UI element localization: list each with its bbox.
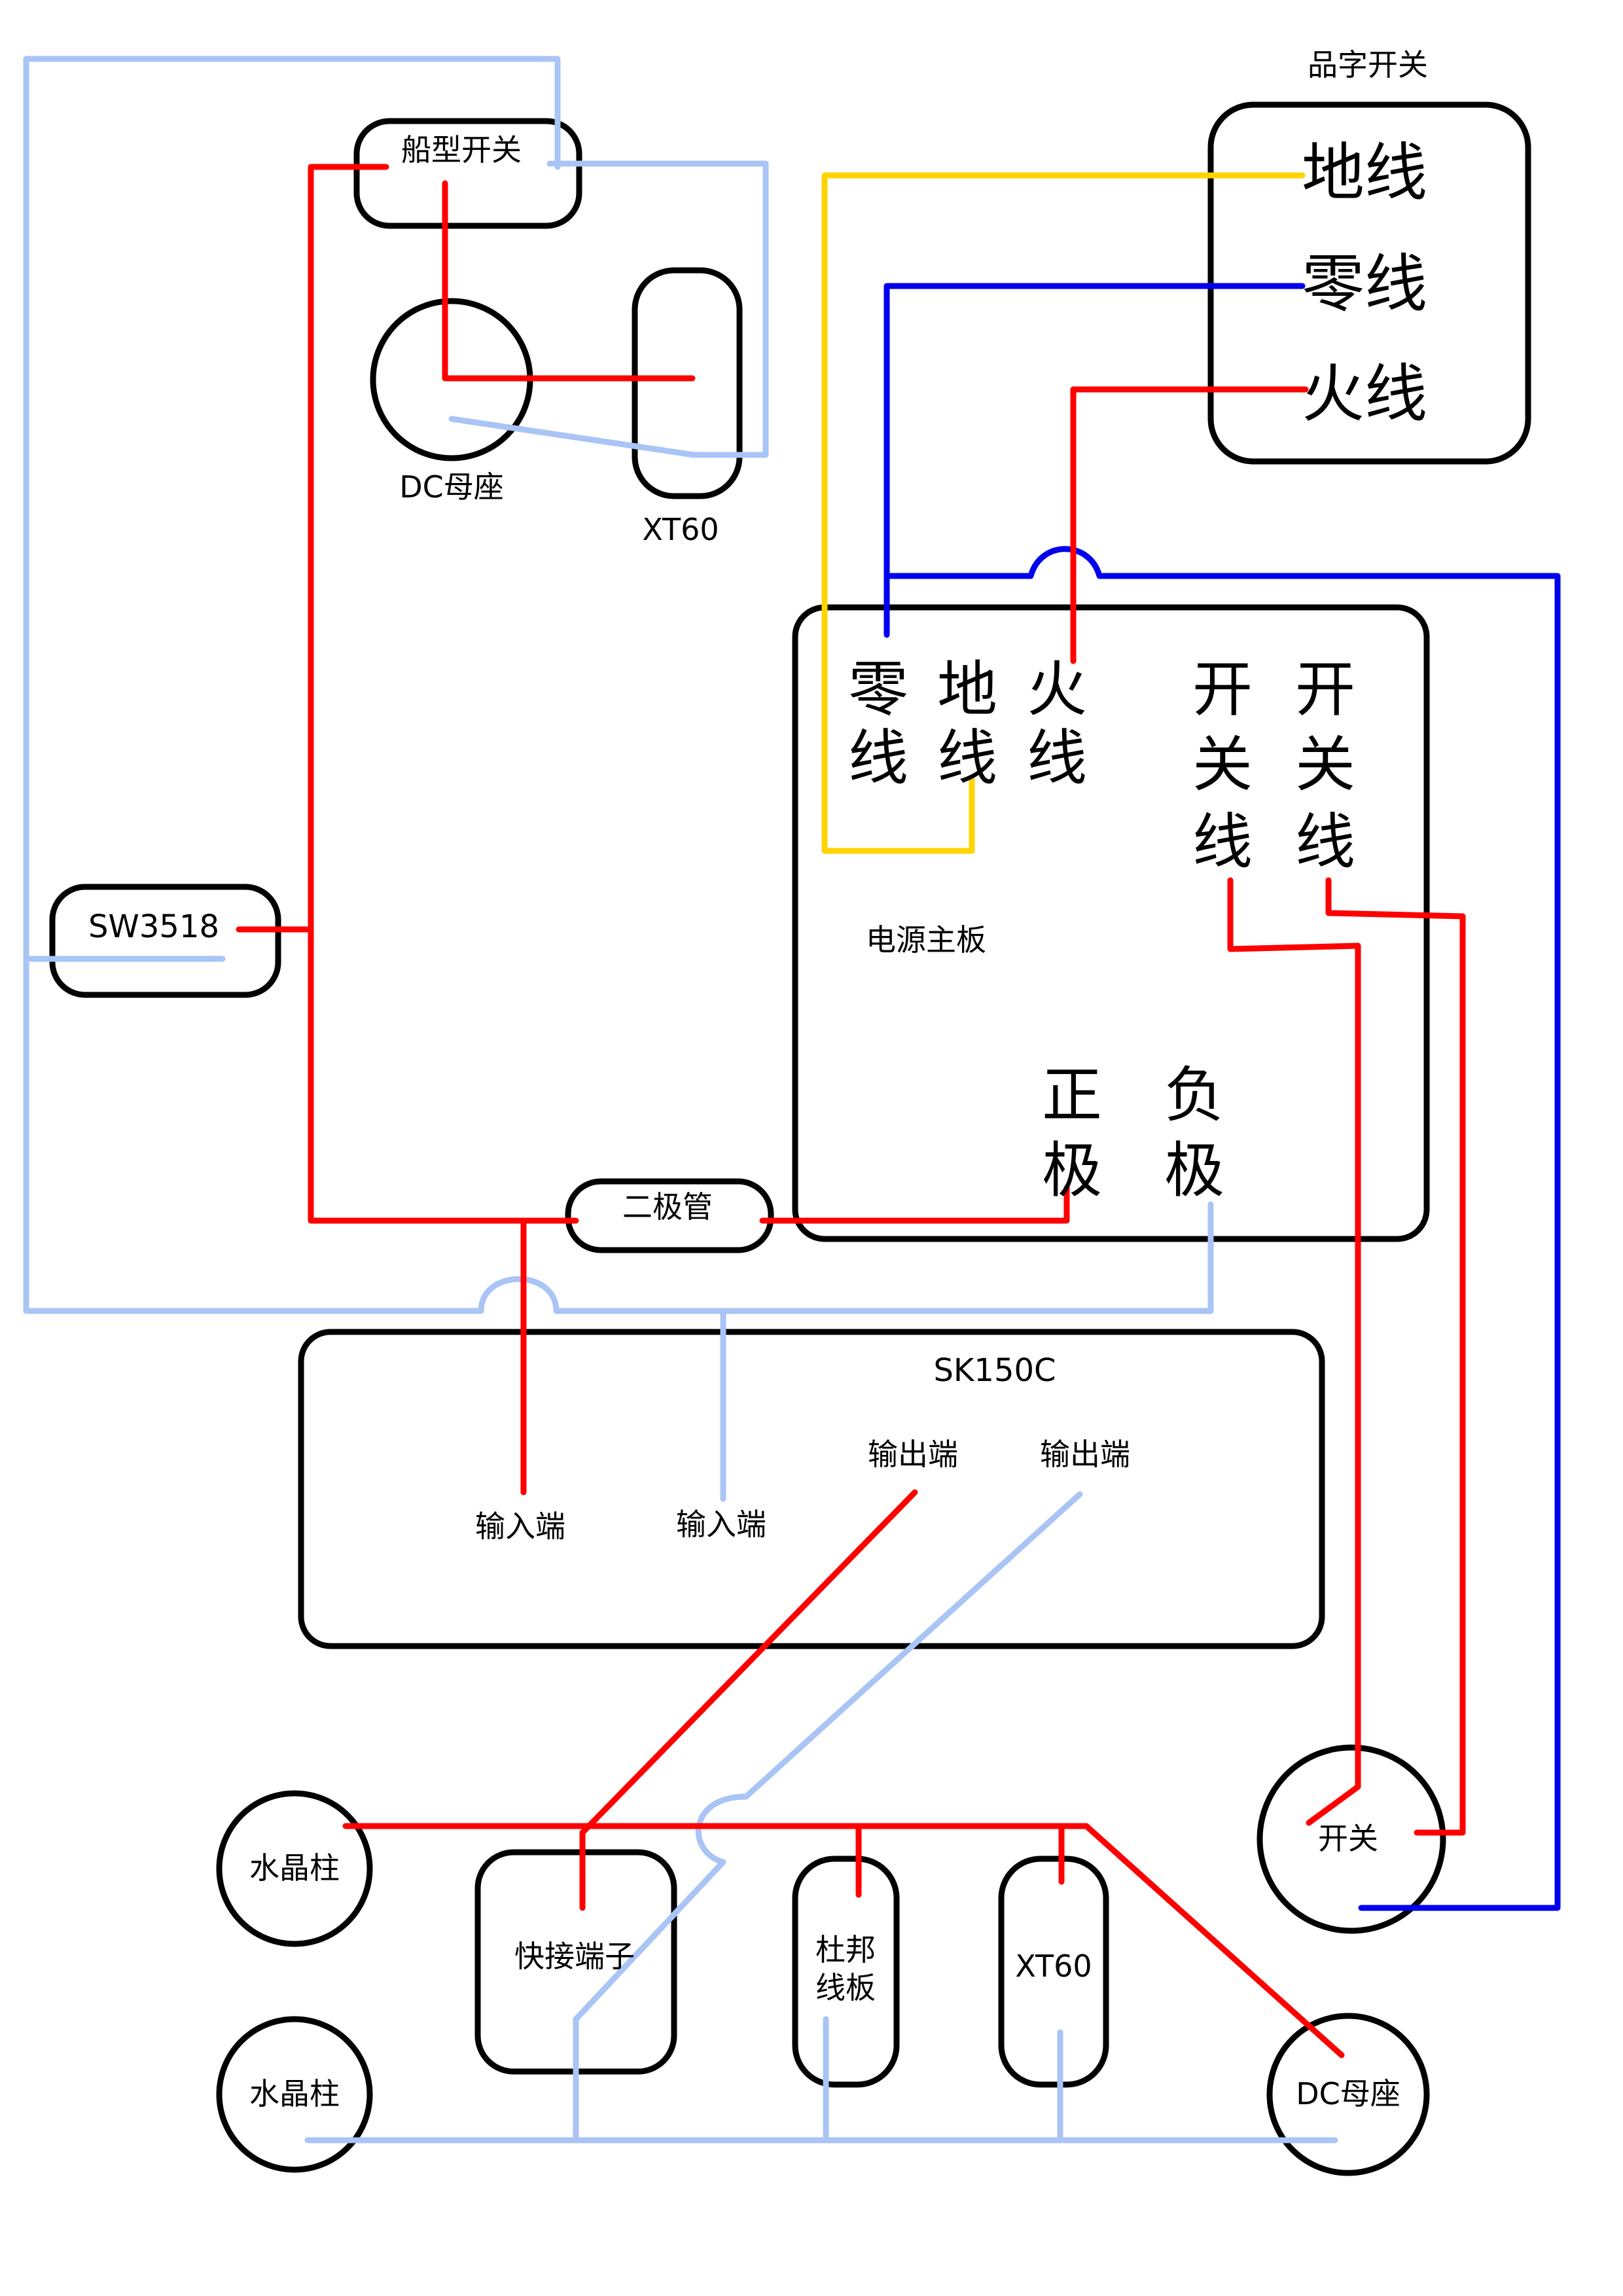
pin-live-label: 火线 — [1302, 357, 1427, 431]
labels: 船型开关 DC母座 XT60 品字开关 地线 零线 火线 SW3518 零 线 … — [88, 47, 1428, 2111]
negative-wire-boat-xt60 — [448, 160, 769, 458]
sk-output-positive-label: 输出端 — [868, 1437, 958, 1472]
psu-switch-line-1-char-1: 开 — [1192, 655, 1253, 725]
switch-bottom-label: 开关 — [1318, 1821, 1378, 1856]
xt60-bottom-label: XT60 — [1015, 1948, 1092, 1984]
negative-wire-left-loop — [23, 56, 1214, 1314]
psu-board-title: 电源主板 — [866, 922, 986, 958]
sw3518-box — [49, 884, 281, 998]
sk-output-negative-label: 输出端 — [1040, 1437, 1130, 1472]
psu-negative-char-2: 极 — [1164, 1136, 1224, 1206]
diode-label: 二极管 — [622, 1189, 713, 1225]
crystal-post-1-label: 水晶柱 — [249, 1850, 340, 1886]
crystal-post-2-circle — [216, 2016, 373, 2173]
psu-neutral-char-1: 零 — [848, 655, 908, 725]
pin-earth-label: 地线 — [1302, 136, 1427, 209]
psu-positive-char-1: 正 — [1042, 1060, 1102, 1130]
switch-wire-2 — [1325, 877, 1466, 1836]
psu-positive-char-2: 极 — [1042, 1136, 1102, 1206]
dupont-board-label-1: 杜邦 — [815, 1932, 876, 1967]
positive-wire-sk-output — [579, 1489, 918, 1911]
psu-neutral-char-2: 线 — [848, 723, 908, 793]
wires — [23, 56, 1561, 2144]
diode-box — [565, 1178, 774, 1253]
dc-jack-bottom-circle — [1266, 2013, 1430, 2176]
pin-neutral-label: 零线 — [1302, 247, 1427, 321]
switch-wire-1 — [1227, 877, 1361, 1826]
psu-live-char-1: 火 — [1027, 655, 1087, 725]
quick-terminal-label: 快接端子 — [514, 1939, 635, 1974]
xt60-bottom-box — [998, 1856, 1109, 2088]
dc-jack-bottom-label: DC母座 — [1296, 2076, 1400, 2111]
crystal-post-2-label: 水晶柱 — [249, 2076, 340, 2111]
psu-switch-line-2-char-1: 开 — [1295, 655, 1355, 725]
xt60-top-label: XT60 — [642, 512, 719, 547]
earth-wire — [821, 172, 1306, 854]
components — [49, 101, 1531, 2176]
positive-wire-left-bus — [308, 164, 579, 1224]
psu-earth-char-2: 线 — [937, 723, 997, 793]
sk150c-box — [298, 1329, 1325, 1649]
switch-bottom-circle — [1257, 1744, 1446, 1934]
pin-switch-title: 品字开关 — [1308, 47, 1428, 82]
psu-switch-line-2-char-2: 关 — [1295, 730, 1355, 800]
sw3518-label: SW3518 — [88, 908, 219, 945]
psu-live-char-2: 线 — [1027, 723, 1087, 793]
boat-switch-label: 船型开关 — [401, 132, 522, 168]
positive-wire-diode-psu — [759, 1185, 1070, 1224]
dupont-board-box — [792, 1856, 900, 2088]
psu-switch-line-1-char-3: 线 — [1192, 807, 1253, 877]
sk150c-title: SK150C — [933, 1352, 1056, 1389]
live-wire — [1070, 386, 1309, 664]
boat-switch-box — [353, 118, 582, 229]
sk-input-positive-label: 输入端 — [475, 1509, 565, 1544]
positive-wire-boat-dc-xt60 — [442, 180, 696, 382]
positive-wire-bottom-bus — [342, 1823, 1345, 2058]
dc-jack-top-label: DC母座 — [399, 469, 504, 505]
dupont-board-label-2: 线板 — [815, 1970, 876, 2005]
crystal-post-1-circle — [216, 1790, 373, 1947]
xt60-top-box — [632, 267, 743, 499]
psu-earth-char-1: 地 — [937, 655, 997, 725]
psu-negative-char-1: 负 — [1164, 1060, 1224, 1130]
psu-switch-line-2-char-3: 线 — [1295, 807, 1355, 877]
neutral-wire — [883, 283, 1306, 638]
psu-board-box — [792, 604, 1430, 1242]
psu-switch-line-1-char-2: 关 — [1192, 730, 1253, 800]
sk-input-negative-label: 输入端 — [676, 1507, 766, 1542]
